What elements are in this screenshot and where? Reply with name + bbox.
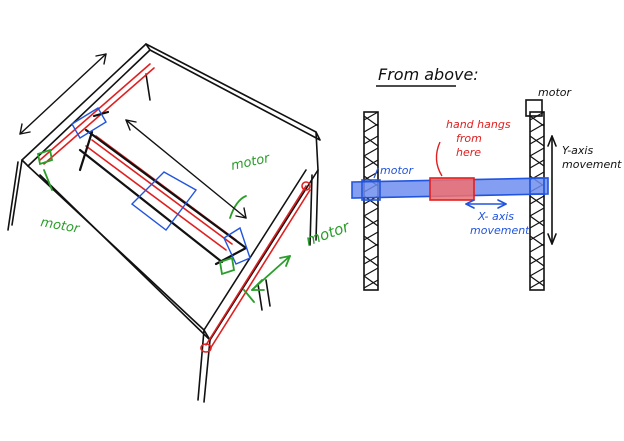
- x-axis-line2: movement: [470, 224, 530, 237]
- motor-label-left-3d: motor: [39, 215, 82, 237]
- y-axis-line1: Y-axis: [562, 144, 593, 157]
- motor-label-center-3d: motor: [230, 151, 273, 174]
- y-axis-line2: movement: [562, 158, 622, 171]
- x-axis-arrow: [466, 200, 506, 208]
- from-above-title: From above:: [378, 65, 479, 84]
- hand-note-line1: hand hangs: [446, 118, 511, 131]
- top-motor-box: [526, 100, 542, 116]
- hand-note: hand hangs from here: [436, 118, 510, 176]
- right-rail-top: [530, 112, 544, 290]
- left-rail-top: [364, 112, 378, 290]
- motor-label-top-view: motor: [380, 164, 414, 177]
- hand-note-line2: from: [456, 132, 482, 145]
- y-axis-arrow: [548, 136, 556, 244]
- x-axis-line1: X- axis: [477, 210, 514, 223]
- gantry-bars-3d: [80, 112, 246, 264]
- hand-note-line3: here: [456, 146, 481, 159]
- hand-carriage: [430, 178, 474, 200]
- motor-label-top: motor: [538, 86, 572, 99]
